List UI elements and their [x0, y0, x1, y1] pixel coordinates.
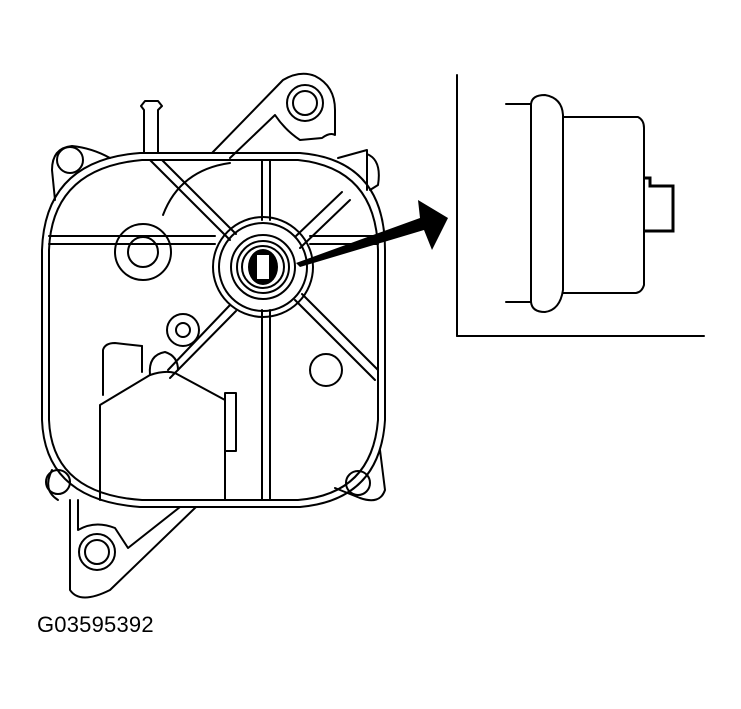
detail-inset [456, 74, 705, 337]
right-boss [309, 353, 343, 387]
figure-id-label: G03595392 [37, 612, 154, 637]
lower-right-ear [334, 449, 386, 502]
upper-left-ear [51, 145, 111, 201]
left-boss [114, 223, 172, 281]
lower-left-ear [45, 469, 197, 599]
right-tab [337, 149, 380, 191]
output-shaft-hub [212, 216, 314, 318]
main-housing [41, 152, 386, 508]
motor [99, 342, 237, 501]
gear-arc [162, 162, 231, 216]
small-boss-hole [175, 322, 191, 338]
callout-arrow [296, 200, 448, 267]
small-boss [166, 313, 200, 347]
housing-ribs [48, 159, 379, 501]
nozzle [140, 100, 163, 154]
upper-mounting-ear [211, 72, 336, 159]
